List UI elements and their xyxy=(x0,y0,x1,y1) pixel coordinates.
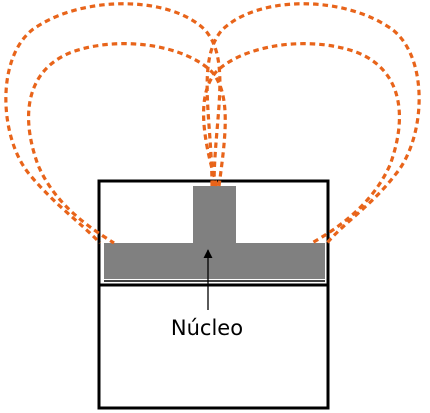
flux-loop-left-outer xyxy=(4,2,222,245)
flux-loop-right-inner xyxy=(202,42,402,245)
flux-loop-right-outer xyxy=(205,2,421,245)
core-label: Núcleo xyxy=(171,316,243,340)
flux-lines xyxy=(4,2,421,245)
core-shape xyxy=(104,186,325,279)
flux-loop-left-inner xyxy=(26,42,227,245)
